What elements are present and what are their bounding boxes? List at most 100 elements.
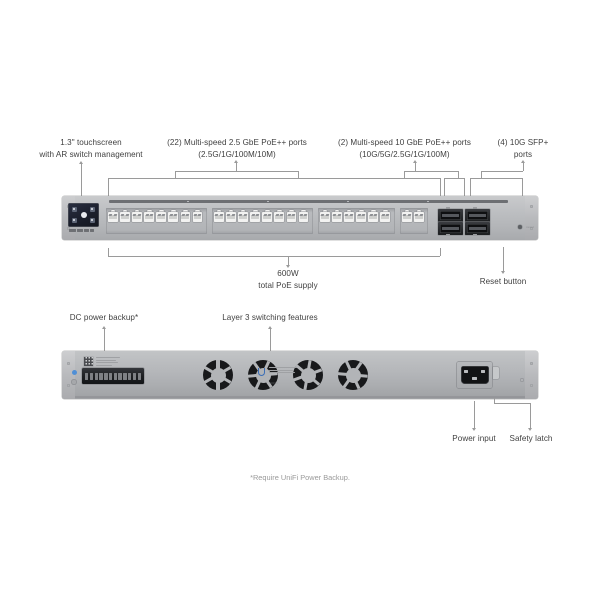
touchscreen-display[interactable] — [68, 203, 99, 235]
footnote-text: *Require UniFi Power Backup. — [250, 473, 350, 482]
layer3-leader-arrow — [267, 326, 272, 329]
power-pin-earth — [472, 376, 477, 380]
leader-stem-10g — [415, 163, 416, 171]
bracket-span-left-sfp — [470, 178, 471, 196]
cooling-fan — [337, 360, 369, 390]
callout-safety-latch: Safety latch — [509, 434, 553, 443]
unifi-logo-icon — [258, 368, 266, 378]
callout-10g-ports: (2) Multi-speed 10 GbE PoE++ ports (10G/… — [338, 138, 471, 159]
safety-latch-leader-line — [530, 403, 531, 428]
callout-sfp-ports: (4) 10G SFP+ ports — [497, 138, 549, 159]
reset-button[interactable] — [518, 225, 522, 229]
callout-touchscreen: 1.3" touchscreen with AR switch manageme… — [39, 138, 143, 159]
regulatory-text-block — [269, 367, 299, 375]
sfp-plus-port-block[interactable] — [437, 207, 491, 236]
bracket-span-10g — [444, 178, 464, 179]
safety-latch-leader-arrow — [527, 428, 532, 431]
front-model-text: reset — [526, 224, 534, 229]
touchscreen-glass[interactable] — [68, 203, 99, 227]
cooling-fan — [293, 359, 323, 391]
port-led-row-c — [319, 212, 392, 218]
rear-rack-ear-right — [525, 351, 538, 399]
port-led-row-a — [107, 212, 204, 218]
bracket-span-left-10g — [444, 178, 445, 196]
callout-2-5g-ports: (22) Multi-speed 2.5 GbE PoE++ ports (2.… — [167, 138, 307, 159]
cooling-fan — [203, 360, 233, 390]
leader-stem-sfp — [523, 163, 524, 171]
sfp-plus-port[interactable] — [438, 209, 463, 222]
spec-label-text — [96, 357, 122, 367]
bracket-span-left-2-5g — [108, 178, 109, 196]
sfp-plus-port[interactable] — [438, 222, 463, 235]
rear-ear-hole-left-bottom — [67, 384, 70, 387]
power-input-leader-arrow — [471, 428, 476, 431]
callout-power-input: Power input — [452, 434, 496, 443]
leader-arrow-10g — [412, 160, 417, 163]
bracket-span-right-sfp — [522, 178, 523, 196]
certification-marks: □□□□ — [269, 381, 278, 385]
callout-reset-button: Reset button — [479, 277, 527, 286]
dc-leader-line — [104, 329, 105, 368]
bracket-span-right-2-5g — [440, 178, 441, 196]
bracket-left-10g — [404, 171, 405, 178]
safety-latch-leader-elbow — [494, 403, 530, 404]
port-led-row-b — [213, 212, 310, 218]
power-cord-safety-latch[interactable] — [493, 367, 499, 379]
bracket-right-drop-2-5g — [298, 171, 299, 178]
sfp-plus-port[interactable] — [465, 222, 490, 235]
power-pin-neutral — [480, 370, 486, 374]
leader-line-touchscreen — [81, 164, 82, 196]
bracket-top-10g — [404, 171, 458, 172]
screen-dot-center — [80, 212, 87, 218]
poe-bracket-stem — [288, 256, 289, 265]
rack-ear-hole-right-bottom — [530, 227, 533, 230]
poe-bracket-arrow — [285, 265, 290, 268]
screen-dot-br — [91, 219, 94, 222]
dc-power-terminal-block[interactable] — [82, 368, 144, 384]
qr-code-label — [84, 357, 93, 366]
power-pin-line — [463, 370, 469, 374]
leader-arrow-touchscreen — [78, 161, 83, 164]
bracket-top-2-5g — [175, 171, 299, 172]
rear-ear-hole-left-top — [67, 362, 70, 365]
leader-stem-2-5g — [236, 163, 237, 171]
front-vent-strip — [109, 200, 508, 204]
rack-ear-right — [525, 196, 538, 240]
sfp-plus-port[interactable] — [465, 209, 490, 222]
leader-arrow-2-5g — [233, 160, 238, 163]
rear-ear-hole-right-top — [530, 362, 533, 365]
screen-dot-tl — [72, 208, 75, 211]
bracket-span-right-10g — [464, 178, 465, 196]
bracket-top-sfp — [481, 171, 523, 172]
switch-front-panel: reset — [62, 196, 538, 240]
dc-leader-arrow — [101, 326, 106, 329]
bracket-left-sfp — [481, 171, 482, 178]
reset-leader-arrow — [500, 271, 505, 274]
brand-wordmark — [69, 228, 98, 233]
poe-bracket-right — [440, 248, 441, 256]
bracket-left-drop-2-5g — [175, 171, 176, 178]
screen-dot-tr — [91, 208, 94, 211]
power-inlet-socket[interactable] — [460, 366, 489, 384]
rack-ear-hole-left-bottom — [67, 227, 70, 230]
bracket-span-2-5g — [108, 178, 440, 179]
callout-dc-backup: DC power backup* — [69, 313, 139, 322]
power-input-leader-line — [474, 401, 475, 428]
rear-rack-ear-left — [62, 351, 75, 399]
reset-leader-line — [503, 247, 504, 271]
callout-poe-supply: 600W total PoE supply — [258, 269, 318, 290]
rack-ear-hole-right-top — [530, 205, 533, 208]
rear-ear-hole-right-bottom — [530, 384, 533, 387]
rear-chassis-screw — [520, 378, 524, 382]
bracket-right-10g — [458, 171, 459, 178]
screen-dot-bl — [72, 219, 75, 222]
bracket-span-sfp — [470, 178, 522, 179]
poe-bracket-span — [108, 256, 440, 257]
safety-latch-leader-stem — [494, 398, 495, 403]
iec-power-inlet[interactable] — [457, 362, 492, 388]
poe-bracket-left — [108, 248, 109, 256]
callout-layer3: Layer 3 switching features — [222, 313, 318, 322]
grounding-screw — [71, 379, 77, 385]
switch-rear-panel: □□□□ — [62, 351, 538, 399]
